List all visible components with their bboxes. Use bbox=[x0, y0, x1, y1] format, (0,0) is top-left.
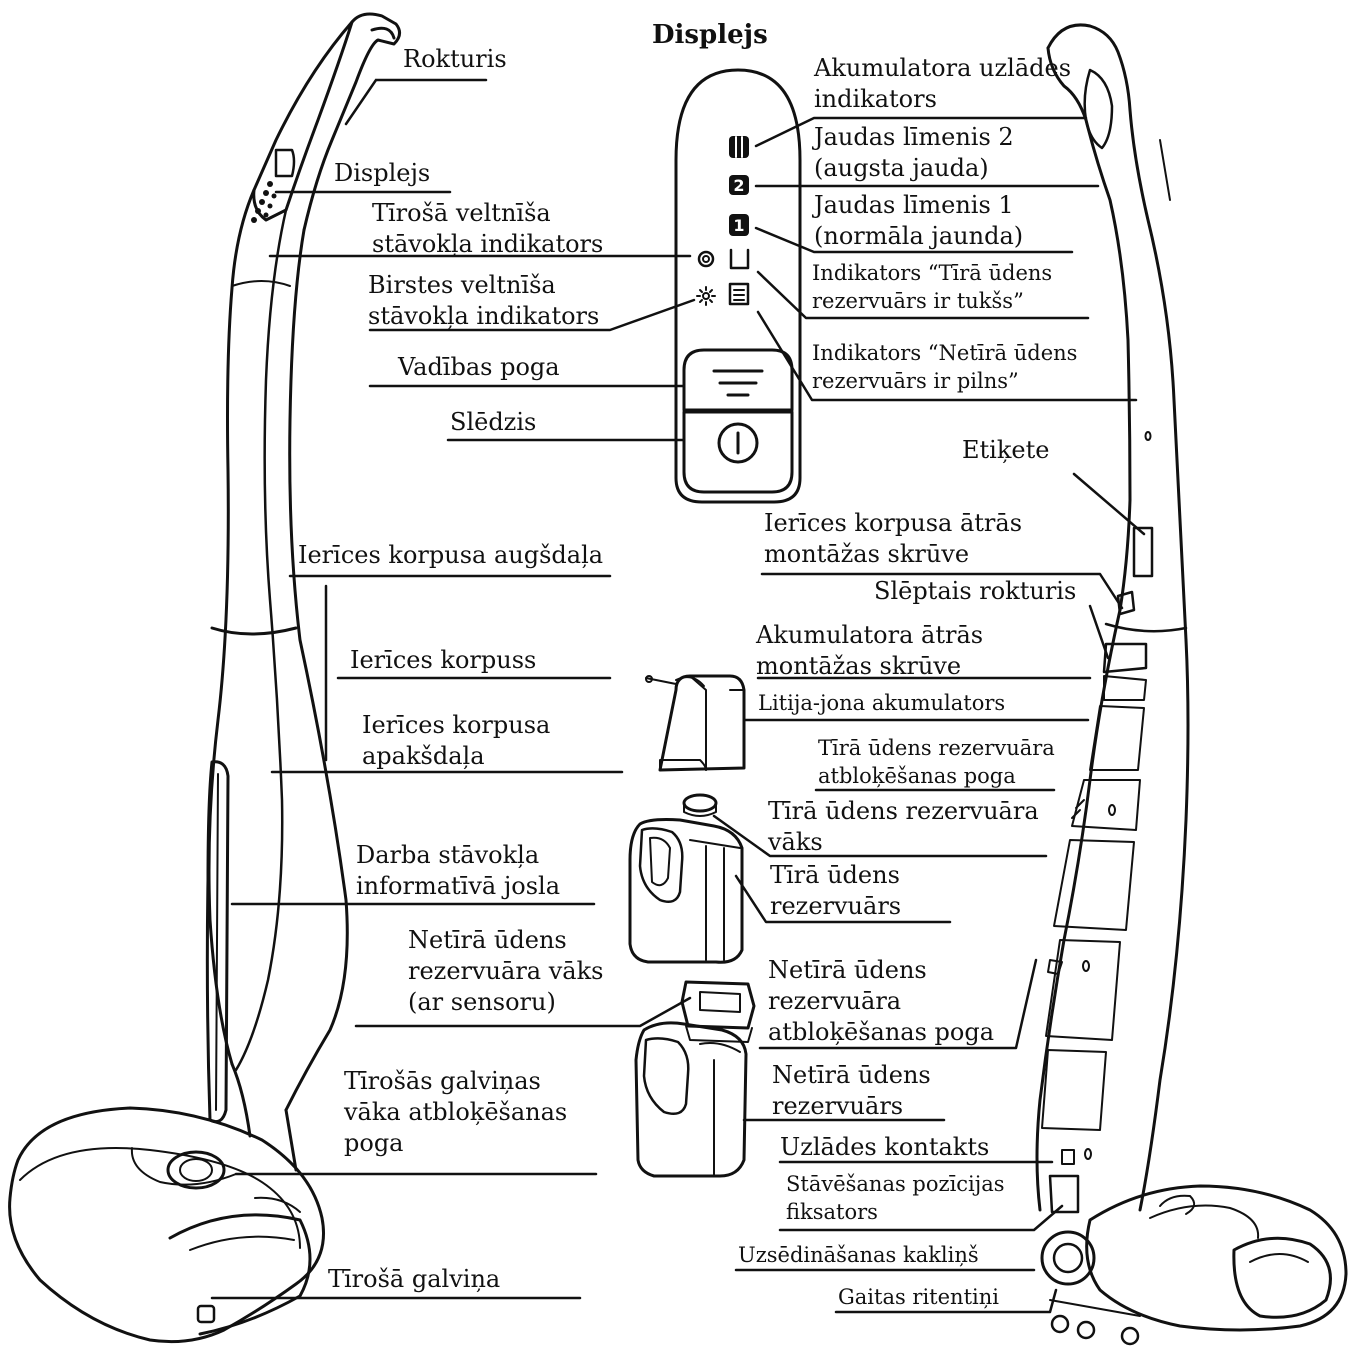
label-displejs: Displejs bbox=[334, 158, 430, 189]
label-netira-vaks: Netīrā ūdens rezervuāra vāks (ar sensoru… bbox=[408, 925, 603, 1018]
label-stavesanas: Stāvēšanas pozīcijas fiksators bbox=[786, 1170, 1005, 1226]
right-device bbox=[1037, 25, 1346, 1344]
label-tira-tukss: Indikators “Tīrā ūdens rezervuārs ir tuk… bbox=[812, 259, 1052, 315]
label-netira-pilns: Indikators “Netīrā ūdens rezervuārs ir p… bbox=[812, 339, 1077, 395]
battery-icon bbox=[729, 136, 749, 158]
label-tira-rezervuars: Tīrā ūdens rezervuārs bbox=[770, 860, 901, 922]
label-tirosa-veltnisa: Tīrošā veltnīša stāvokļa indikators bbox=[372, 198, 603, 260]
label-uzlades-kontakts: Uzlādes kontakts bbox=[780, 1132, 989, 1163]
label-jaudas-1: Jaudas līmenis 1 (normāla jaunda) bbox=[814, 190, 1023, 252]
svg-text:1: 1 bbox=[733, 216, 744, 235]
label-akumulatora-skruve: Akumulatora ātrās montāžas skrūve bbox=[756, 620, 983, 682]
label-tira-atbloksanas: Tīrā ūdens rezervuāra atbloķēšanas poga bbox=[818, 734, 1055, 790]
label-tira-vaks: Tīrā ūdens rezervuāra vāks bbox=[768, 796, 1039, 858]
clean-tank-part bbox=[630, 795, 742, 962]
label-rokturis: Rokturis bbox=[403, 44, 507, 75]
dirty-tank-part bbox=[636, 982, 754, 1176]
label-netira-atbloksanas: Netīrā ūdens rezervuāra atbloķēšanas pog… bbox=[768, 955, 994, 1048]
menu-lines-icon bbox=[714, 371, 762, 395]
label-jaudas-2: Jaudas līmenis 2 (augsta jauda) bbox=[814, 122, 1014, 184]
dirty-tank-full-icon bbox=[730, 284, 748, 304]
label-vadibas-poga: Vadības poga bbox=[398, 352, 560, 383]
label-korpusa-augsdala: Ierīces korpusa augšdaļa bbox=[298, 540, 603, 571]
brush-roller-icon bbox=[697, 287, 715, 305]
label-sledzis: Slēdzis bbox=[450, 407, 536, 438]
display-title: Displejs bbox=[652, 20, 768, 50]
cleaning-roller-icon bbox=[699, 252, 713, 266]
battery-part bbox=[646, 676, 744, 770]
label-gaitas: Gaitas ritentiņi bbox=[838, 1283, 999, 1311]
label-galvinas-vaka: Tīrošās galviņas vāka atbloķēšanas poga bbox=[344, 1066, 567, 1159]
label-uzsedinasanas: Uzsēdināšanas kakliņš bbox=[738, 1241, 979, 1269]
clean-tank-empty-icon bbox=[731, 250, 748, 268]
label-litija-jona: Litija-jona akumulators bbox=[758, 689, 1005, 717]
label-etikete: Etiķete bbox=[962, 435, 1049, 466]
power-level-1-icon: 1 bbox=[729, 214, 749, 236]
svg-text:2: 2 bbox=[733, 176, 744, 195]
label-birstes-veltnisa: Birstes veltnīša stāvokļa indikators bbox=[368, 270, 599, 332]
label-darba-stavokla: Darba stāvokļa informatīvā josla bbox=[356, 840, 560, 902]
label-akumulatora-uzlades: Akumulatora uzlādes indikators bbox=[814, 53, 1071, 115]
label-korpuss: Ierīces korpuss bbox=[350, 645, 536, 676]
power-level-2-icon: 2 bbox=[729, 175, 749, 195]
label-sleptais-rokturis: Slēptais rokturis bbox=[874, 576, 1076, 607]
control-button-shape bbox=[684, 350, 792, 492]
label-korpusa-apaksdala: Ierīces korpusa apakšdaļa bbox=[362, 710, 550, 772]
label-tirosa-galvina: Tīrošā galviņa bbox=[328, 1264, 500, 1295]
label-korpusa-skruve: Ierīces korpusa ātrās montāžas skrūve bbox=[764, 508, 1022, 570]
label-netira-rezervuars: Netīrā ūdens rezervuārs bbox=[772, 1060, 931, 1122]
